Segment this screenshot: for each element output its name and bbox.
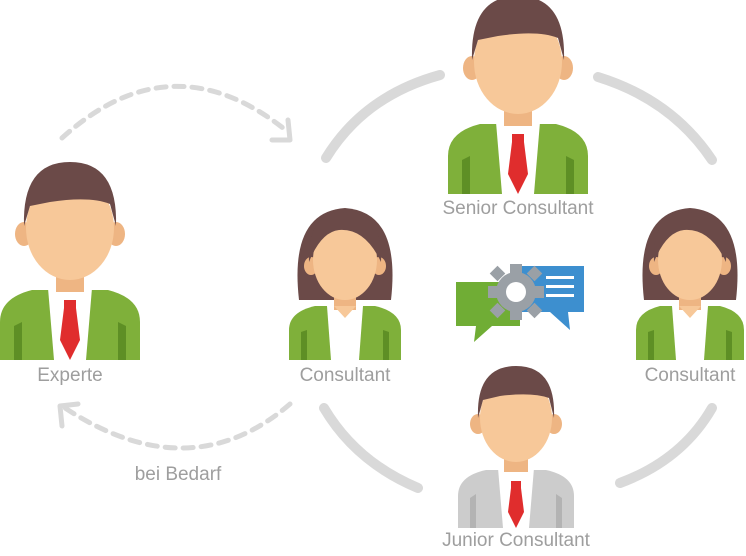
hair [23,162,117,226]
dashed-arrowhead-bottom [57,401,81,429]
tie-knot [512,134,524,144]
team-cycle-ring [319,70,717,493]
ring-arc-bottom-left [319,403,423,493]
edge-label-bei-bedarf: bei Bedarf [134,464,222,485]
hair-fringe [308,212,382,262]
tie-knot [511,481,521,489]
expert-link [57,83,293,451]
node-label-consultant-right: Consultant [644,365,736,386]
gear-hub [506,282,526,302]
chat-line [546,294,574,297]
blouse [327,306,363,360]
node-label-senior-consultant: Senior Consultant [442,198,594,219]
chat-bubble-blue [522,266,584,330]
person-junior-consultant-icon [458,366,574,528]
face [658,220,722,300]
dashed-arc-bottom [62,401,293,451]
tie [508,142,528,194]
face [313,220,377,300]
person-senior-consultant-icon [448,0,588,194]
neckline [334,306,356,318]
hair [471,0,565,60]
node-label-junior-consultant: Junior Consultant [442,530,590,551]
chat-line [546,276,574,279]
tie [508,488,524,528]
node-label-experte: Experte [37,365,103,386]
ring-arc-top-right [593,72,717,165]
dashed-arc-top [59,83,286,141]
neckline [679,306,701,318]
chat-line [546,285,574,288]
person-experte-icon [0,162,140,360]
node-label-consultant-left: Consultant [299,365,391,386]
ring-arc-top-left [321,70,445,163]
hair-fringe [653,212,727,262]
blouse [672,306,708,360]
ring-arc-bottom-right [615,403,717,488]
chat-gear-icon [456,264,584,342]
hair [477,366,555,418]
dashed-arrowhead-top [269,117,293,143]
tie [60,308,80,360]
person-consultant-left-icon [289,208,401,360]
person-consultant-right-icon [636,208,744,360]
tie-knot [64,300,76,310]
